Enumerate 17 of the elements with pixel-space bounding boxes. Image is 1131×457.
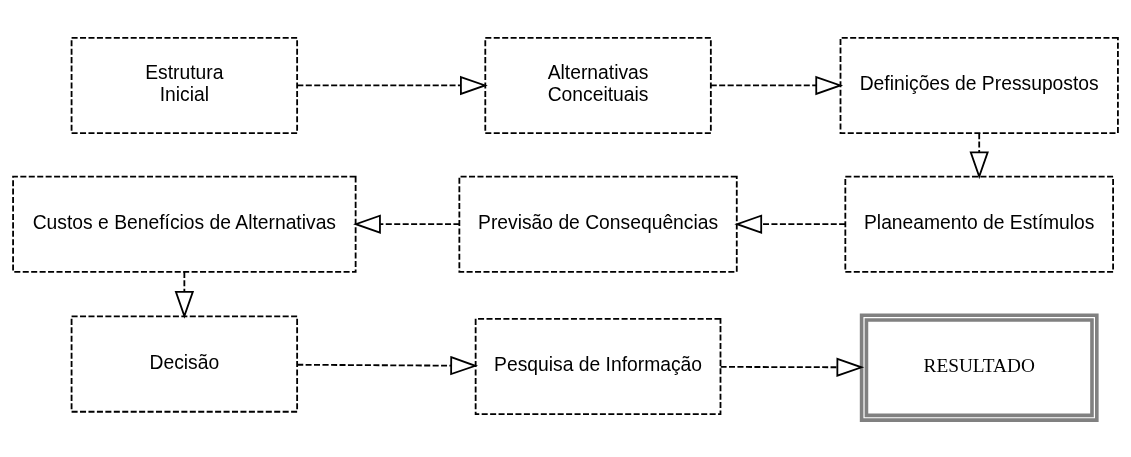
node-box: Estrutura Inicial — [70, 36, 299, 134]
node-box: Definições de Pressupostos — [839, 36, 1119, 134]
arrow — [296, 355, 479, 375]
node-box: Pesquisa de Informação — [474, 317, 722, 415]
node-box: Custos e Benefícios de Alternativas — [12, 175, 357, 273]
node-box: Previsão de Consequências — [458, 175, 738, 273]
arrow — [353, 213, 461, 234]
node-box: Decisão — [70, 315, 299, 413]
arrow — [296, 75, 488, 95]
arrow — [969, 131, 989, 179]
node-box: RESULTADO — [859, 312, 1099, 422]
node-box: Alternativas Conceituais — [484, 36, 712, 134]
arrow — [719, 357, 865, 377]
arrow — [709, 75, 844, 95]
arrow — [174, 270, 195, 319]
arrow — [734, 213, 846, 234]
node-box: Planeamento de Estímulos — [844, 175, 1114, 273]
